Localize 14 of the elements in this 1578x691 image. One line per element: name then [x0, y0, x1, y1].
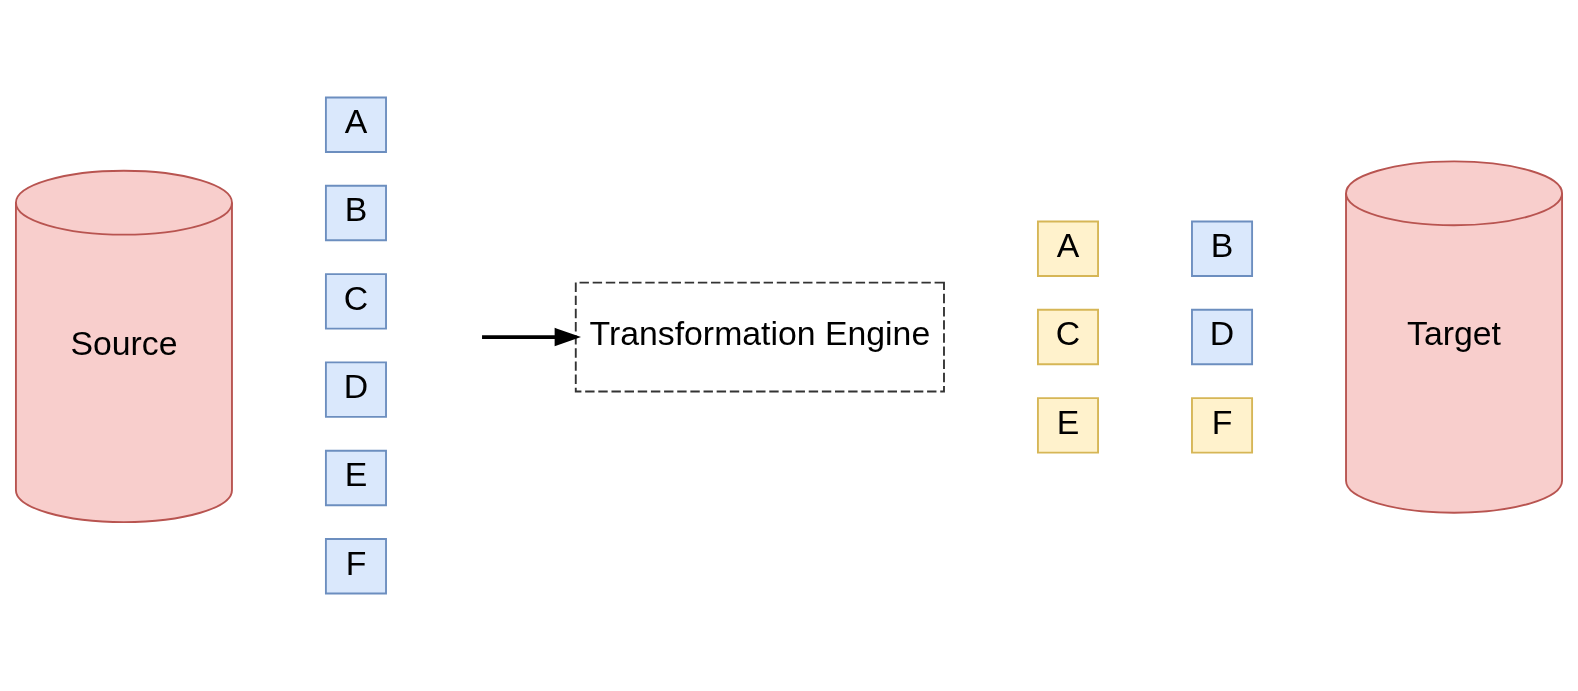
- node-box: Transformation Engine: [574, 281, 945, 393]
- node-box: F: [324, 538, 387, 595]
- node-box: A: [324, 96, 387, 153]
- node-box: E: [324, 449, 387, 507]
- node-box: F: [1191, 397, 1254, 454]
- node-box: B: [324, 184, 387, 242]
- node-box: D: [1191, 308, 1254, 366]
- arrow: [482, 327, 581, 347]
- node-box: D: [324, 361, 387, 418]
- node-box: C: [324, 273, 387, 330]
- node-box: E: [1037, 397, 1099, 454]
- node-box: A: [1037, 220, 1099, 277]
- node-box: C: [1037, 308, 1099, 366]
- node-box: B: [1191, 220, 1254, 277]
